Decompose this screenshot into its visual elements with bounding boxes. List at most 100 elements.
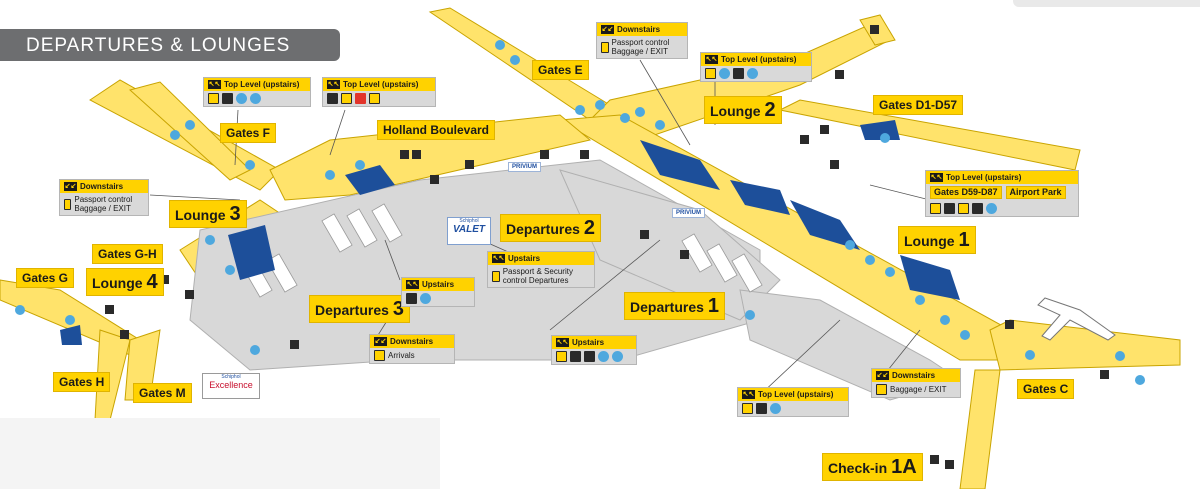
leader-line <box>549 239 661 331</box>
lounge-2-text: Lounge <box>710 103 761 119</box>
gate-marker <box>1115 351 1125 361</box>
meditation-icon <box>327 93 338 104</box>
info-box-text: Passport control Baggage / EXIT <box>611 38 670 56</box>
desk-row-8 <box>266 253 298 293</box>
leader-line <box>639 59 691 146</box>
info-box-downstairs-e: ↙↙Downstairs Passport control Baggage / … <box>596 22 688 59</box>
info-box-icons <box>323 91 435 106</box>
pier-d1 <box>778 99 1081 171</box>
leader-line <box>869 184 931 201</box>
facility-icon <box>160 275 169 284</box>
info-box-header: ↖↖Top Level (upstairs) <box>738 388 848 401</box>
lounge-4-number: 4 <box>146 271 158 293</box>
baggage-icon <box>876 384 887 395</box>
info-box-header: ↖↖Upstairs <box>402 278 474 291</box>
gate-30-icon <box>747 68 758 79</box>
departures-2-text: Departures <box>506 221 580 237</box>
up-arrows-icon: ↖↖ <box>556 338 569 347</box>
facility-icon <box>1005 320 1014 329</box>
info-box-title: Downstairs <box>390 337 434 346</box>
info-box-title: Upstairs <box>508 254 541 263</box>
facility-icon <box>835 70 844 79</box>
facility-icon <box>430 175 439 184</box>
up-arrows-icon: ↖↖ <box>930 173 943 182</box>
gates-gh-label[interactable]: Gates G-H <box>92 244 163 264</box>
gates-h-label[interactable]: Gates H <box>53 372 111 392</box>
info-box-downstairs-baggage: ↙↙Downstairs Baggage / EXIT <box>871 368 961 398</box>
info-box-text: Baggage / EXIT <box>890 385 947 394</box>
blue-zone-8 <box>60 325 82 345</box>
gate-marker <box>225 265 235 275</box>
gate-23-icon <box>986 203 997 214</box>
gate-24-icon <box>420 293 431 304</box>
gate-marker <box>940 315 950 325</box>
info-box-body: Baggage / EXIT <box>872 382 960 397</box>
info-box-title: Downstairs <box>80 182 124 191</box>
info-box-text: Passport control Baggage / EXIT <box>74 195 133 213</box>
down-arrows-icon: ↙↙ <box>876 371 889 380</box>
info-box-upstairs-center: ↖↖Upstairs <box>551 335 637 365</box>
privium-badge[interactable]: PRIVIUM <box>508 162 542 172</box>
info-box-icons <box>552 349 636 364</box>
info-box-body: Passport & Security control Departures <box>488 265 594 287</box>
departures-2-number: 2 <box>583 217 596 239</box>
title-bar: DEPARTURES & LOUNGES <box>0 29 340 61</box>
info-box-text: Passport & Security control Departures <box>502 267 573 285</box>
lounge-3-text: Lounge <box>175 207 226 223</box>
privium-badge[interactable]: PRIVIUM <box>672 208 706 218</box>
info-box-top-level-c: ↖↖Top Level (upstairs) <box>737 387 849 417</box>
info-box-header: ↖↖Top Level (upstairs) <box>926 171 1078 184</box>
security-icon <box>492 270 500 282</box>
gates-d59-label[interactable]: Gates D59-D87 <box>930 186 1002 199</box>
gate-marker <box>620 113 630 123</box>
info-box-text: Arrivals <box>388 351 415 360</box>
info-box-title: Upstairs <box>422 280 455 289</box>
info-box-title: Downstairs <box>617 25 661 34</box>
desk-row-3 <box>371 203 403 243</box>
up-arrows-icon: ↖↖ <box>492 254 505 263</box>
gate-markers <box>15 40 1145 385</box>
desk-row-2 <box>346 208 378 248</box>
lounge-4-text: Lounge <box>92 275 143 291</box>
facility-icon <box>185 290 194 299</box>
gates-d1-label[interactable]: Gates D1-D57 <box>873 95 964 115</box>
valet-logo-text: VALET <box>452 224 486 235</box>
gates-m-label[interactable]: Gates M <box>133 383 192 403</box>
excellence-logo[interactable]: Schiphol Excellence <box>202 373 260 399</box>
blue-zone-2 <box>228 225 275 280</box>
shop-icon <box>570 351 581 362</box>
at-icon <box>958 203 969 214</box>
gates-e-label[interactable]: Gates E <box>532 60 589 80</box>
info-box-header: ↖↖Top Level (upstairs) <box>204 78 310 91</box>
restaurant-icon <box>733 68 744 79</box>
departures-3-text: Departures <box>315 302 389 318</box>
gate-marker <box>880 133 890 143</box>
leader-line <box>329 109 346 156</box>
holland-boulevard-label[interactable]: Holland Boulevard <box>377 120 496 140</box>
lounge-icon <box>556 351 567 362</box>
gates-g-label[interactable]: Gates G <box>16 268 75 288</box>
gates-f-label[interactable]: Gates F <box>220 123 277 143</box>
info-box-title: Top Level (upstairs) <box>758 390 834 399</box>
info-box-icons <box>402 291 474 306</box>
gate-marker <box>865 255 875 265</box>
info-box-title: Top Level (upstairs) <box>343 80 419 89</box>
valet-logo[interactable]: Schiphol VALET <box>447 217 491 245</box>
facility-icons <box>105 25 1109 469</box>
airport-park-label[interactable]: Airport Park <box>1005 186 1066 199</box>
leader-line <box>759 319 841 396</box>
top-right-tab <box>1013 0 1200 7</box>
info-box-icons <box>926 201 1078 216</box>
blue-zone-4 <box>790 200 860 250</box>
lounge-1-number: 1 <box>958 229 970 251</box>
gates-c-label[interactable]: Gates C <box>1017 379 1075 399</box>
gate-marker <box>960 330 970 340</box>
